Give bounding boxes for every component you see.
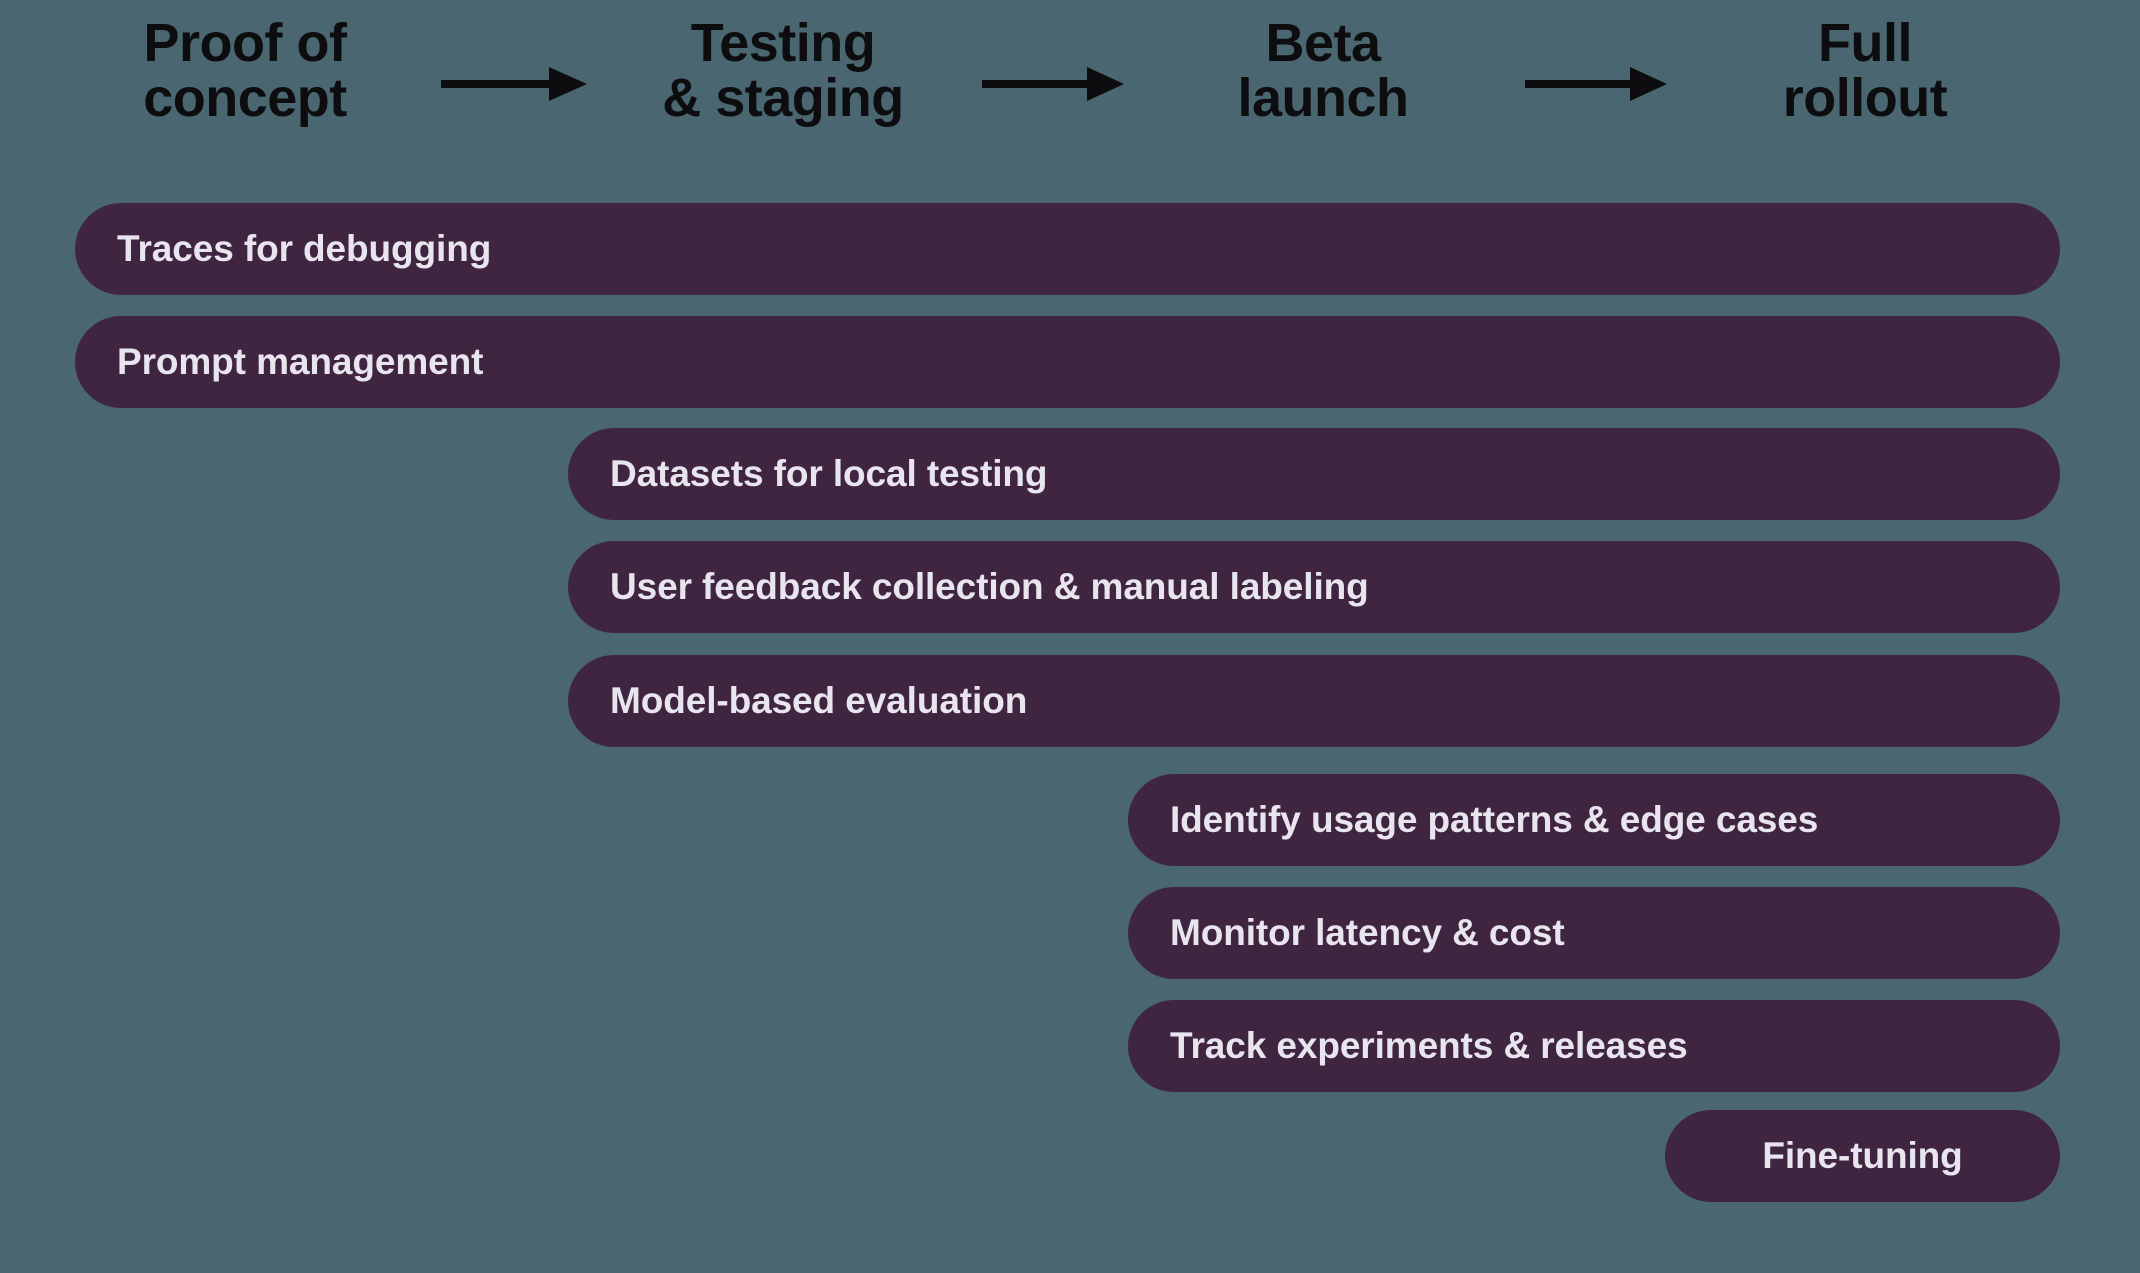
capability-bar-label: Model-based evaluation: [610, 680, 1028, 721]
phase-label-beta-launch: Beta launch: [1237, 13, 1409, 129]
capability-bar-prompt-management[interactable]: Prompt management: [75, 316, 2060, 408]
capability-bar-fine-tuning[interactable]: Fine-tuning: [1665, 1110, 2060, 1202]
capability-bar-monitor-latency-and-cost[interactable]: Monitor latency & cost: [1128, 887, 2060, 979]
phase-header-row: Proof of concept Testing & staging Beta …: [0, 0, 2140, 180]
capability-bar-label: Track experiments & releases: [1170, 1025, 1688, 1066]
arrow-right-icon: [1525, 62, 1667, 106]
capability-bar-label: Prompt management: [117, 341, 484, 382]
arrow-right-icon: [441, 62, 587, 106]
capability-bar-datasets-for-local-testing[interactable]: Datasets for local testing: [568, 428, 2060, 520]
capability-bar-label: Datasets for local testing: [610, 453, 1048, 494]
capability-bar-identify-usage-patterns[interactable]: Identify usage patterns & edge cases: [1128, 774, 2060, 866]
phase-label-proof-of-concept: Proof of concept: [143, 13, 347, 129]
capability-bar-model-based-evaluation[interactable]: Model-based evaluation: [568, 655, 2060, 747]
capability-bar-label: Identify usage patterns & edge cases: [1170, 799, 1819, 840]
capability-bar-track-experiments-and-releases[interactable]: Track experiments & releases: [1128, 1000, 2060, 1092]
capability-bar-traces-for-debugging[interactable]: Traces for debugging: [75, 203, 2060, 295]
capability-bar-user-feedback-collection[interactable]: User feedback collection & manual labeli…: [568, 541, 2060, 633]
arrow-right-icon: [982, 62, 1124, 106]
capability-bar-label: User feedback collection & manual labeli…: [610, 566, 1369, 607]
capability-bar-label: Monitor latency & cost: [1170, 912, 1565, 953]
capability-bar-label: Traces for debugging: [117, 228, 492, 269]
phase-label-testing-and-staging: Testing & staging: [662, 13, 904, 129]
phase-label-full-rollout: Full rollout: [1782, 13, 1948, 129]
capability-bar-label: Fine-tuning: [1762, 1135, 1963, 1176]
